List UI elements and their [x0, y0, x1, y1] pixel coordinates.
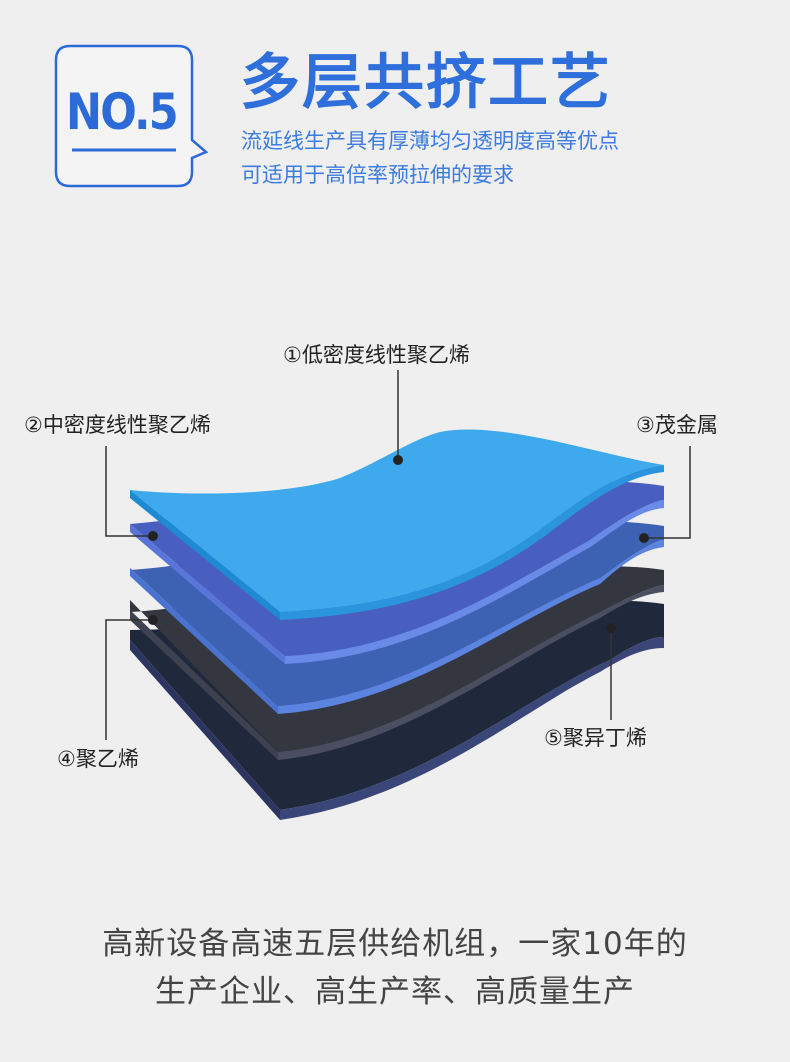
- label-layer-5: ⑤聚异丁烯: [544, 726, 647, 750]
- badge-number: NO.5: [66, 83, 179, 141]
- label-layer-1: ①低密度线性聚乙烯: [283, 343, 470, 367]
- label-layer-2: ②中密度线性聚乙烯: [24, 413, 211, 437]
- footer-line-2: 生产企业、高生产率、高质量生产: [155, 974, 635, 1010]
- page-title: 多层共挤工艺: [240, 48, 612, 118]
- subtitle-line-1: 流延线生产具有厚薄均匀透明度高等优点: [241, 129, 619, 153]
- footer-line-1: 高新设备高速五层供给机组，一家10年的: [102, 926, 688, 962]
- subtitle-line-2: 可适用于高倍率预拉伸的要求: [241, 163, 514, 187]
- badge-bubble: [54, 44, 209, 188]
- marker-dots: [148, 455, 649, 633]
- label-layer-4: ④聚乙烯: [57, 747, 139, 771]
- layer-1-sheet: [130, 429, 664, 620]
- leader-lines: [105, 370, 691, 740]
- label-layer-3: ③茂金属: [636, 413, 718, 437]
